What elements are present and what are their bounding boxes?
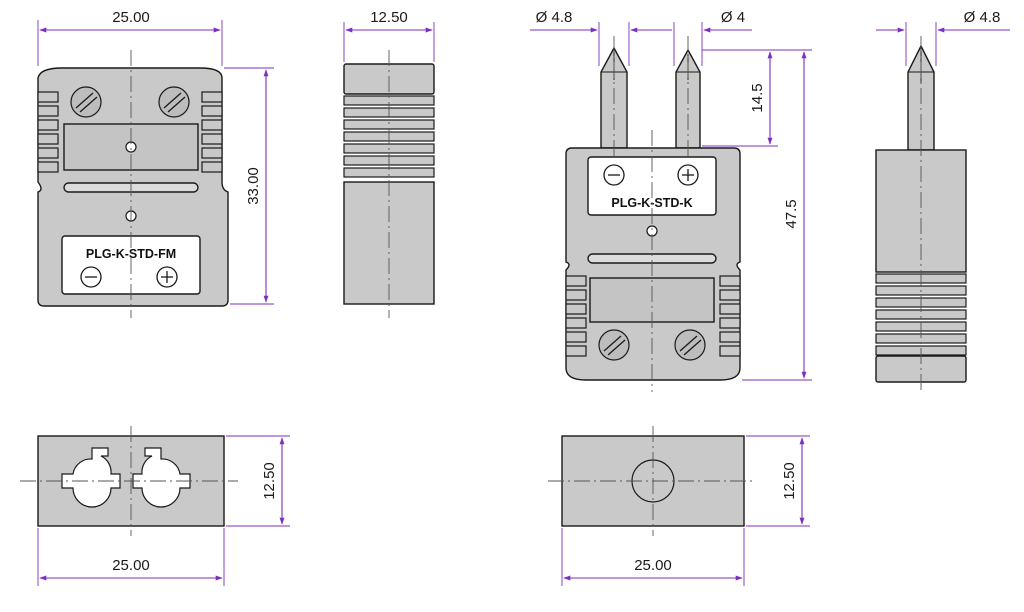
female-plus-icon <box>156 266 178 288</box>
female-side-dims: 12.50 <box>343 9 435 62</box>
female-socket-left <box>61 447 121 508</box>
male-side-pin-dim: Ø 4.8 <box>964 9 1001 26</box>
male-bottom-dims: 25.00 12.50 <box>561 435 810 586</box>
female-bottom-height-dim: 12.50 <box>261 462 278 500</box>
female-screw-left <box>70 86 102 118</box>
female-width-dim: 25.00 <box>112 9 150 26</box>
male-front-view: PLG-K-STD-K <box>565 36 741 392</box>
female-left-fins <box>37 91 59 173</box>
male-bottom-view <box>548 426 756 536</box>
female-minus-icon <box>80 266 102 288</box>
female-screw-right <box>158 86 190 118</box>
female-side-width-dim: 12.50 <box>370 9 408 26</box>
female-bottom-view <box>20 426 238 536</box>
male-plus-icon <box>677 164 699 186</box>
male-pin-right-dim: Ø 4 <box>721 9 745 26</box>
male-side-view <box>875 36 967 394</box>
male-height-dim: 47.5 <box>783 199 800 228</box>
female-bottom-width-dim: 25.00 <box>112 557 150 574</box>
male-right-fins <box>719 275 741 357</box>
male-screw-left <box>598 329 630 361</box>
male-pin-length-dim: 14.5 <box>749 83 766 112</box>
male-side-dims: Ø 4.8 <box>876 9 1010 66</box>
female-front-dims: 25.00 33.00 <box>37 9 274 305</box>
female-bottom-dims: 25.00 12.50 <box>37 435 290 586</box>
male-bottom-height-dim: 12.50 <box>781 462 798 500</box>
male-minus-icon <box>603 164 625 186</box>
male-pin-left-dim: Ø 4.8 <box>536 9 573 26</box>
male-screw-right <box>674 329 706 361</box>
male-bottom-width-dim: 25.00 <box>634 557 672 574</box>
male-left-fins <box>565 275 587 357</box>
female-height-dim: 33.00 <box>245 167 262 205</box>
female-right-fins <box>201 91 223 173</box>
female-socket-right <box>132 447 191 508</box>
male-front-dims: Ø 4.8 Ø 4 14.5 47.5 <box>530 9 812 381</box>
female-front-view: PLG-K-STD-FM <box>37 50 229 318</box>
female-side-view <box>343 50 435 318</box>
